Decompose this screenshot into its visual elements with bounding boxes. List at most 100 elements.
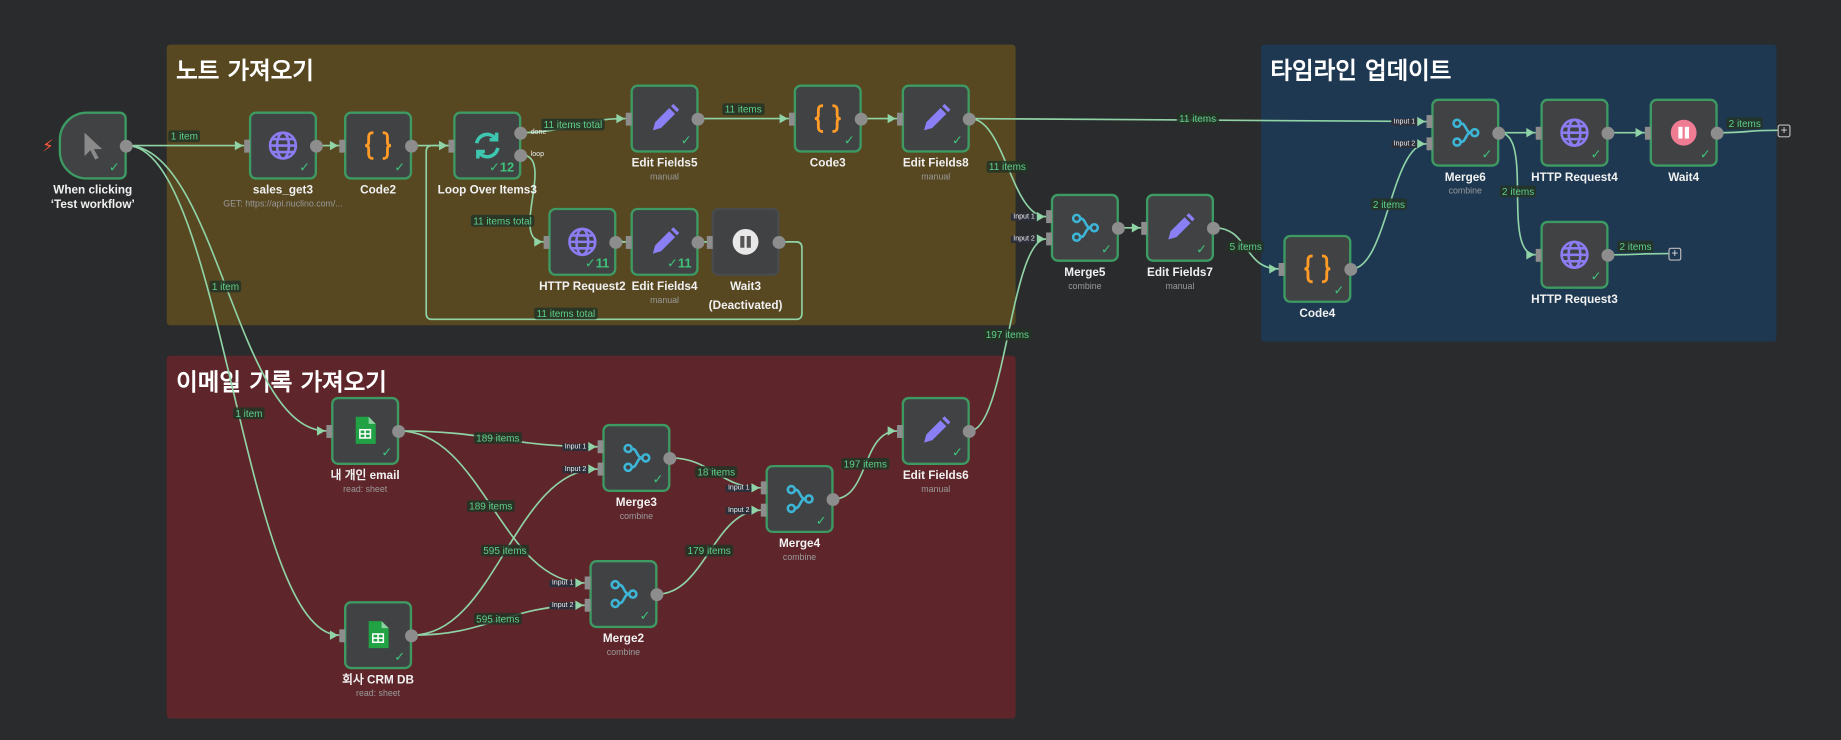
node-when-clicking-test-workflow-[interactable]: ✓ (58, 111, 127, 180)
success-check-icon: ✓ (381, 446, 393, 461)
input-port[interactable] (706, 235, 713, 249)
input-port[interactable] (1046, 232, 1053, 246)
node-edit-fields5[interactable]: ✓ (630, 84, 699, 153)
input-port[interactable] (1644, 126, 1651, 140)
output-port[interactable] (1111, 221, 1125, 235)
sticky-note-notes[interactable]: 노트 가져오기 (166, 44, 1016, 326)
node-edit-fields7[interactable]: ✓ (1145, 193, 1215, 262)
output-port[interactable] (514, 148, 528, 162)
node-edit-fields4[interactable]: ✓11 (630, 207, 699, 276)
output-port[interactable] (826, 492, 840, 506)
node-code2[interactable]: ✓ (344, 111, 413, 180)
output-port[interactable] (1344, 262, 1358, 276)
trigger-bolt-icon: ⚡ (42, 136, 54, 155)
input-port[interactable] (760, 481, 767, 495)
pause-icon (729, 225, 762, 258)
output-port[interactable] (609, 235, 623, 249)
input-port[interactable] (448, 139, 455, 153)
node-merge5[interactable]: ✓ (1050, 193, 1119, 262)
success-check-icon: ✓ (1699, 147, 1711, 163)
input-port[interactable] (597, 440, 604, 454)
output-port[interactable] (962, 112, 976, 126)
node-edit-fields6[interactable]: ✓ (901, 396, 970, 465)
connection-edge[interactable] (1608, 252, 1669, 256)
input-port[interactable] (1535, 248, 1542, 262)
output-port[interactable] (1601, 248, 1615, 262)
node-sales-get3[interactable]: ✓ (248, 111, 318, 180)
node-wait4[interactable]: ✓ (1649, 98, 1718, 167)
node-http-request3[interactable]: ✓ (1540, 220, 1609, 289)
group-title: 이메일 기록 가져오기 (176, 367, 387, 396)
output-port[interactable] (650, 587, 664, 601)
connection-edge[interactable] (126, 144, 340, 637)
pencil-icon (919, 102, 952, 135)
input-port-label: Input 2 (725, 506, 752, 514)
input-port[interactable] (1278, 262, 1285, 276)
input-port[interactable] (760, 503, 767, 517)
node-merge3[interactable]: ✓ (602, 423, 671, 492)
output-port[interactable] (405, 628, 418, 642)
connection-edge[interactable] (1717, 129, 1778, 134)
output-port[interactable] (1710, 126, 1724, 140)
input-port[interactable] (1426, 115, 1433, 128)
globe-icon (566, 225, 599, 258)
node-label: Code3 (746, 157, 910, 171)
node-code3[interactable]: ✓ (793, 84, 862, 153)
node-merge2[interactable]: ✓ (589, 560, 658, 629)
node-merge4[interactable]: ✓ (765, 464, 834, 534)
input-port[interactable] (543, 235, 550, 249)
input-port[interactable] (339, 628, 346, 642)
node-http-request2[interactable]: ✓11 (548, 207, 617, 276)
output-port[interactable] (1206, 221, 1220, 235)
output-port[interactable] (663, 451, 677, 465)
input-port[interactable] (584, 598, 591, 612)
input-port[interactable] (897, 112, 903, 126)
output-port[interactable] (1601, 126, 1615, 140)
add-node-button[interactable]: + (1777, 124, 1791, 138)
input-port[interactable] (1141, 221, 1148, 235)
input-port[interactable] (1535, 126, 1542, 140)
node-회사-crm-db[interactable]: ✓ (344, 601, 413, 670)
node-http-request4[interactable]: ✓ (1540, 98, 1609, 167)
output-port[interactable] (691, 112, 705, 126)
output-port[interactable] (392, 424, 406, 438)
connection-edge[interactable] (425, 144, 803, 321)
input-port[interactable] (584, 576, 591, 590)
node-wait3[interactable] (711, 207, 780, 276)
input-port[interactable] (1426, 137, 1433, 151)
node-edit-fields8[interactable]: ✓ (901, 84, 970, 153)
input-port[interactable] (625, 112, 632, 126)
input-port[interactable] (244, 139, 251, 153)
node-내-개인-email[interactable]: ✓ (331, 396, 400, 465)
input-port[interactable] (897, 424, 903, 438)
output-port[interactable] (309, 139, 323, 153)
input-port[interactable] (625, 235, 632, 249)
success-check-icon: ✓ (1590, 270, 1602, 285)
output-port[interactable] (772, 235, 786, 249)
sticky-note-email[interactable]: 이메일 기록 가져오기 (166, 355, 1016, 719)
output-port[interactable] (691, 235, 705, 249)
input-port[interactable] (339, 139, 346, 153)
input-port[interactable] (597, 462, 604, 476)
output-port[interactable] (514, 126, 528, 140)
edge-item-count-label: 2 items (1617, 240, 1654, 253)
output-port[interactable] (119, 139, 133, 153)
input-port[interactable] (1046, 210, 1053, 224)
node-loop-over-items3[interactable]: ✓12 (453, 111, 522, 180)
node-merge6[interactable]: ✓ (1431, 98, 1500, 167)
input-port-label: Input 1 (725, 484, 752, 492)
output-port[interactable] (1492, 126, 1506, 140)
node-code4[interactable]: ✓ (1283, 234, 1352, 303)
pencil-icon (1164, 211, 1197, 244)
success-check-icon: ✓ (1101, 243, 1112, 258)
add-node-button[interactable]: + (1668, 247, 1682, 261)
input-port[interactable] (326, 424, 333, 438)
input-port[interactable] (789, 112, 795, 126)
output-port[interactable] (854, 112, 868, 126)
output-port[interactable] (405, 139, 418, 153)
output-port[interactable] (962, 424, 976, 438)
merge-icon (783, 483, 816, 516)
